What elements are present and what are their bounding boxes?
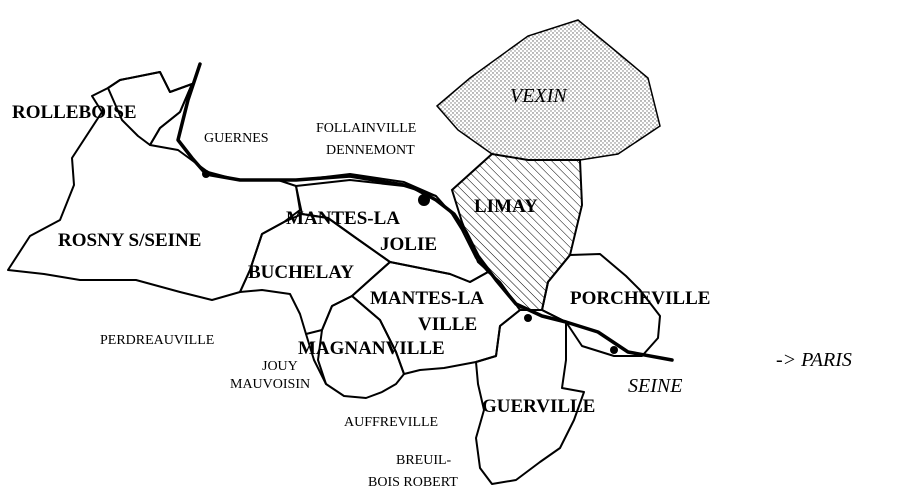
label-auffreville: AUFFREVILLE [344, 415, 438, 430]
label-jouy-1: JOUY [262, 359, 298, 374]
guerville-border [475, 309, 585, 485]
label-guernes: GUERNES [204, 131, 269, 146]
river-node [610, 346, 618, 354]
label-jouy-2: MAUVOISIN [230, 377, 310, 392]
jouy-border [305, 333, 327, 385]
river-node [202, 170, 210, 178]
label-mantes-la-ville-2: VILLE [418, 314, 477, 335]
label-mantes-la-jolie-1: MANTES-LA [286, 208, 400, 229]
rosny-border [7, 71, 301, 301]
label-breuil-2: BOIS ROBERT [368, 475, 458, 490]
label-paris-direction: -> PARIS [776, 349, 852, 371]
label-guerville: GUERVILLE [482, 396, 595, 417]
label-rolleboise: ROLLEBOISE [12, 102, 137, 123]
river-node [524, 314, 532, 322]
label-follainville-2: DENNEMONT [326, 143, 415, 158]
label-follainville-1: FOLLAINVILLE [316, 121, 416, 136]
label-rosny: ROSNY S/SEINE [58, 230, 201, 251]
label-porcheville: PORCHEVILLE [570, 288, 710, 309]
limay-region [450, 152, 584, 311]
label-mantes-la-jolie-2: JOLIE [380, 234, 437, 255]
label-seine: SEINE [628, 375, 682, 397]
rolleboise-border [107, 71, 193, 146]
label-perdreauville: PERDREAUVILLE [100, 333, 214, 348]
label-limay: LIMAY [474, 196, 538, 217]
label-buchelay: BUCHELAY [248, 262, 354, 283]
label-vexin: VEXIN [510, 85, 568, 107]
label-mantes-la-ville-1: MANTES-LA [370, 288, 484, 309]
label-magnanville: MAGNANVILLE [298, 338, 445, 359]
label-breuil-1: BREUIL- [396, 453, 452, 468]
seine-river [176, 62, 674, 362]
river-node [418, 194, 430, 206]
